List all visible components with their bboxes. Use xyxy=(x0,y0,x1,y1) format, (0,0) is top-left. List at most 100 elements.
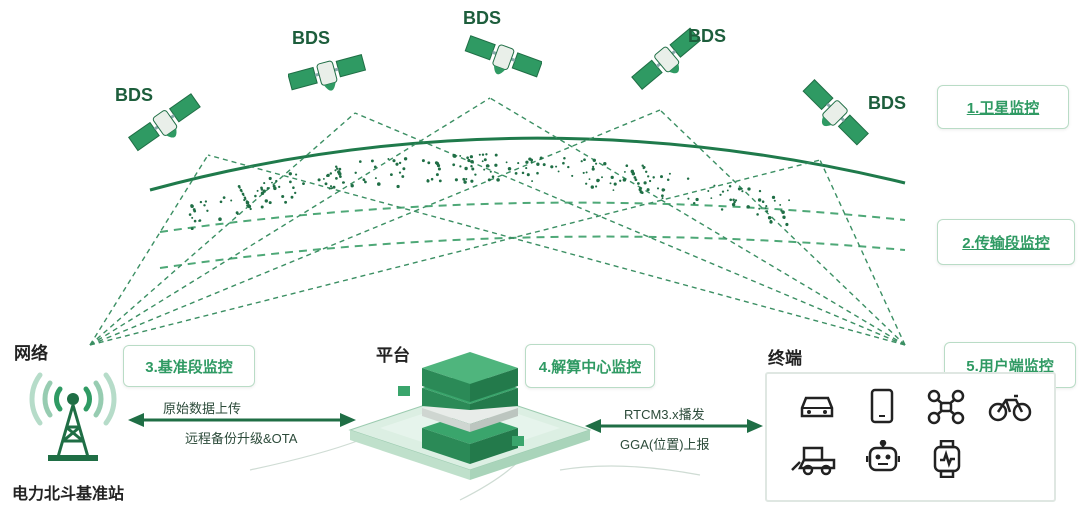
atmosphere-dot xyxy=(783,216,786,220)
atmosphere-dot xyxy=(330,187,334,190)
atmosphere-dot xyxy=(481,160,484,163)
atmosphere-dot xyxy=(489,170,492,173)
atmosphere-dot xyxy=(403,157,408,161)
atmosphere-dot xyxy=(398,161,402,165)
atmosphere-dot xyxy=(247,204,252,209)
atmosphere-dot xyxy=(528,157,532,161)
atmosphere-dot xyxy=(362,178,366,182)
atmosphere-dot xyxy=(737,187,741,191)
atmosphere-dot xyxy=(758,207,761,210)
atmosphere-dot xyxy=(639,190,643,194)
atmosphere-dot xyxy=(550,165,554,169)
atmosphere-dot xyxy=(767,216,772,220)
atmosphere-dot xyxy=(284,200,288,204)
atmosphere-dot xyxy=(483,168,486,171)
satellite-icon xyxy=(288,53,367,91)
atmosphere-dot xyxy=(728,184,732,188)
atmosphere-dot xyxy=(713,184,716,187)
atmosphere-dot xyxy=(595,162,598,165)
satellite-label: BDS xyxy=(115,85,154,105)
atmosphere-dot xyxy=(643,181,647,185)
atmosphere-dot xyxy=(334,165,338,168)
atmosphere-dot xyxy=(268,201,272,205)
atmosphere-dot xyxy=(332,185,336,189)
robot-icon xyxy=(866,440,900,472)
atmosphere-dot xyxy=(193,219,197,223)
atmosphere-dot xyxy=(609,182,612,185)
atmosphere-dot xyxy=(592,158,596,162)
base-station-icon xyxy=(29,372,117,461)
atmosphere-dot xyxy=(521,171,525,175)
atmosphere-dot xyxy=(773,199,776,202)
bicycle-icon xyxy=(988,394,1032,422)
atmosphere-dot xyxy=(230,199,233,202)
atmosphere-dot xyxy=(421,159,425,163)
atmosphere-dot xyxy=(339,175,342,178)
atmosphere-dot xyxy=(590,185,594,189)
atmosphere-dot xyxy=(563,156,566,160)
atmosphere-dot xyxy=(203,204,206,207)
atmosphere-dot xyxy=(719,193,722,196)
atmosphere-dot xyxy=(190,204,194,208)
atmosphere-dot xyxy=(272,184,276,188)
terminal-title: 终端 xyxy=(768,349,802,368)
atmosphere-dot xyxy=(358,160,362,163)
atmosphere-dot xyxy=(302,182,305,186)
platform-server-icon xyxy=(348,352,592,480)
atmosphere-dot xyxy=(268,176,272,181)
atmosphere-dot xyxy=(595,185,598,188)
atmosphere-dot xyxy=(536,171,539,175)
atmosphere-dot xyxy=(695,197,699,202)
atmosphere-dot xyxy=(668,172,671,175)
atmosphere-dot xyxy=(631,171,636,176)
atmosphere-dot xyxy=(692,202,696,205)
atmosphere-dot xyxy=(452,153,456,158)
atmosphere-dot xyxy=(402,167,406,171)
atmosphere-dot xyxy=(254,194,257,198)
rtcm-label: RTCM3.x播发 xyxy=(624,407,705,422)
atmosphere-dot xyxy=(562,161,565,165)
atmosphere-dot xyxy=(661,188,665,192)
atmosphere-dot xyxy=(389,173,393,177)
atmosphere-dot xyxy=(494,163,498,167)
atmosphere-dot xyxy=(507,167,512,171)
atmosphere-dot xyxy=(542,163,546,167)
atmosphere-dot xyxy=(661,197,664,200)
atmosphere-dot xyxy=(292,186,295,189)
atmosphere-dot xyxy=(483,158,487,162)
atmosphere-dot xyxy=(478,153,481,156)
atmosphere-dot xyxy=(334,169,337,172)
upload-label: 原始数据上传 xyxy=(163,401,242,416)
atmosphere-dot xyxy=(588,178,591,181)
atmosphere-dot xyxy=(452,163,456,167)
atmosphere-dot xyxy=(249,207,252,211)
atmosphere-dot xyxy=(471,167,475,171)
atmosphere-dot xyxy=(436,163,441,168)
atmosphere-dot xyxy=(785,222,789,227)
satellite-icon xyxy=(802,79,869,146)
atmosphere-dot xyxy=(474,173,477,176)
atmosphere-dot xyxy=(263,182,266,185)
atmosphere-dot xyxy=(646,188,650,192)
atmosphere-dot xyxy=(188,213,192,216)
atmosphere-dot xyxy=(592,165,595,168)
atmosphere-dot xyxy=(198,219,201,222)
atmosphere-dot xyxy=(765,210,769,213)
atmosphere-dot xyxy=(557,170,560,173)
atmosphere-dot xyxy=(437,167,441,171)
atmosphere-dot xyxy=(266,187,270,190)
atmosphere-dot xyxy=(464,166,468,171)
atmosphere-dot xyxy=(486,164,490,168)
atmosphere-dot xyxy=(596,178,600,183)
atmosphere-dot xyxy=(756,213,759,216)
atmosphere-dot xyxy=(652,176,655,179)
atmosphere-dot xyxy=(525,160,529,164)
atmosphere-dot xyxy=(648,179,652,183)
atmosphere-dot xyxy=(190,227,194,231)
atmosphere-dot xyxy=(469,155,474,159)
atmosphere-dot xyxy=(585,182,588,185)
harvester-icon xyxy=(791,446,836,476)
atmosphere-dot xyxy=(377,182,381,186)
atmosphere-dot xyxy=(271,181,273,184)
